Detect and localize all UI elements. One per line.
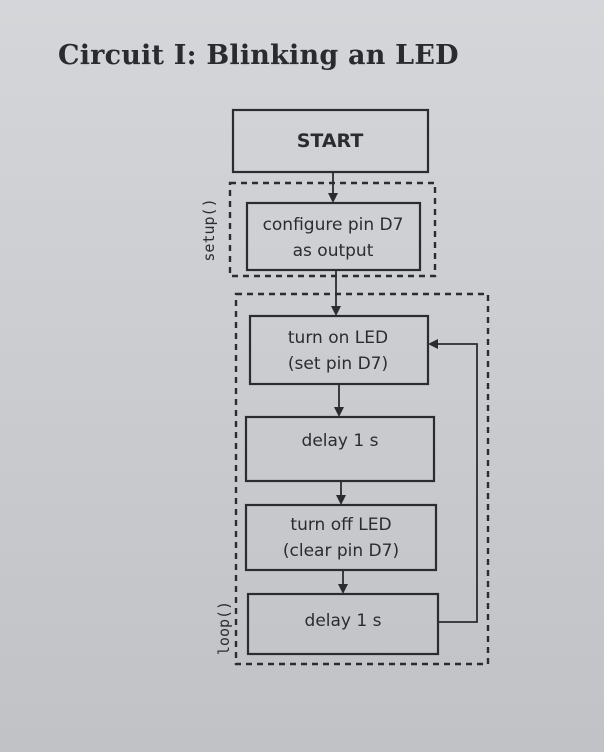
start-node — [231, 108, 430, 174]
arrow-delay-to-turn-off — [336, 481, 346, 505]
delay-label-1: delay 1 s — [302, 431, 379, 451]
configure-node — [245, 201, 422, 272]
arrow-turn-off-to-delay — [338, 570, 348, 594]
configure-label-line2: as output — [293, 241, 374, 261]
delay-label-2: delay 1 s — [305, 611, 382, 631]
turn-on-label-line2: (set pin D7) — [288, 354, 388, 374]
page-title: Circuit I: Blinking an LED — [58, 40, 459, 71]
arrow-turn-on-to-delay — [334, 384, 344, 417]
loop-group-label: loop() — [215, 601, 233, 655]
turn-off-label-line2: (clear pin D7) — [283, 541, 399, 561]
loop-group-frame — [234, 292, 490, 666]
delay-node-1 — [244, 415, 436, 483]
loop-back-arrow — [428, 339, 478, 623]
turn-on-label-line1: turn on LED — [288, 328, 388, 348]
turn-off-label-line1: turn off LED — [290, 515, 391, 535]
setup-group-label: setup() — [200, 198, 218, 261]
arrow-start-to-configure — [328, 172, 338, 203]
configure-label-line1: configure pin D7 — [263, 215, 404, 235]
start-label: START — [297, 130, 364, 152]
arrow-configure-to-turn-on — [331, 270, 341, 316]
